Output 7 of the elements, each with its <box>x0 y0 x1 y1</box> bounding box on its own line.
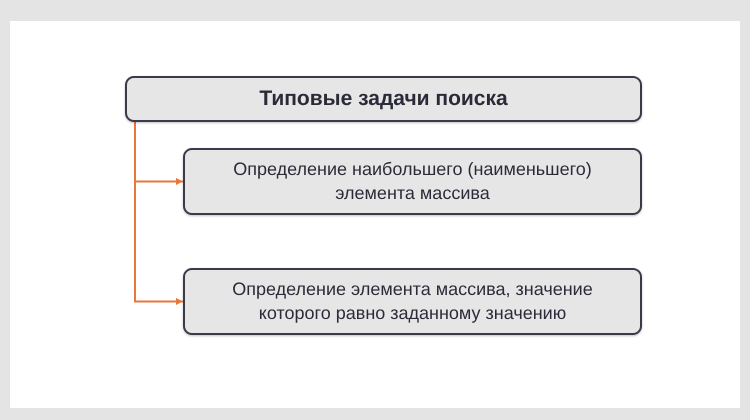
title-box <box>125 76 642 122</box>
task-text: Определение элемента массива, значение которого равно заданному значению <box>231 278 594 325</box>
task-text: Определение наибольшего (наименьшего) элемента массива <box>232 158 593 204</box>
heading-text: Типовые задачи поиска <box>259 86 508 112</box>
process-box <box>183 148 642 215</box>
process-box <box>183 268 642 335</box>
connector-arrow <box>134 122 183 305</box>
